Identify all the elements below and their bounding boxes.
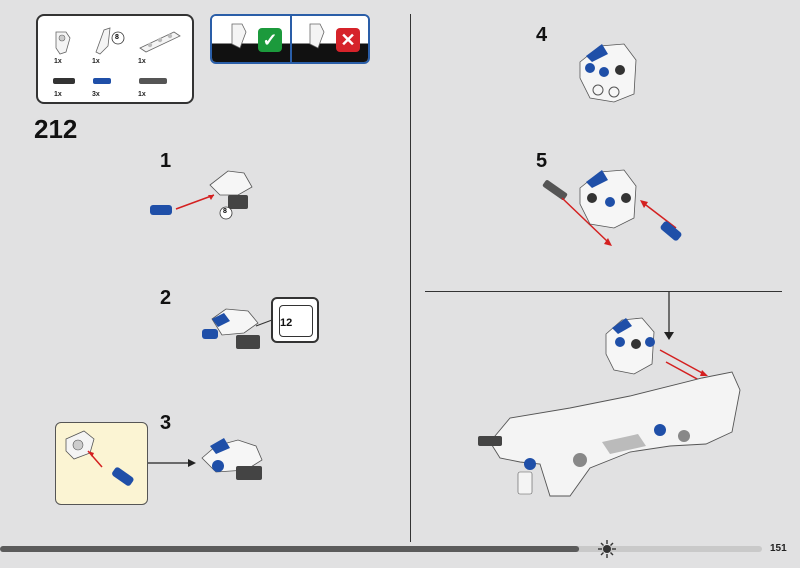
step-1-number: 1 — [160, 150, 172, 172]
step-4-illustration — [579, 43, 637, 103]
parts-list-box: 1x 8 1x 1x 1x 3x 1x — [36, 14, 194, 104]
blue-pin-icon — [93, 78, 111, 84]
subassembly-callout: 12 — [271, 297, 319, 343]
tip-divider — [290, 16, 292, 62]
main-step-number: 212 — [34, 114, 78, 144]
progress-star-icon — [598, 540, 616, 558]
tip-correct: ✓ — [212, 16, 290, 62]
down-arrow — [664, 292, 674, 340]
qty-connector: 1x — [54, 58, 62, 65]
section-divider — [425, 291, 782, 292]
step-3-callout — [55, 422, 148, 505]
qty-panel: 1x — [92, 58, 100, 65]
white-connector-icon — [55, 31, 71, 55]
qty-black-pin: 1x — [54, 91, 62, 98]
step-2-illustration — [202, 308, 260, 349]
white-beam-icon — [139, 31, 181, 53]
step-1-part-ref: 8 — [223, 208, 227, 215]
step-5-number: 5 — [536, 150, 548, 172]
white-panel-8-icon — [95, 27, 125, 55]
step-3-illustration — [201, 438, 263, 480]
black-pin-icon — [53, 78, 75, 84]
qty-axle-pin: 1x — [138, 91, 146, 98]
connector-with-pin-illustration — [65, 430, 134, 486]
page-number: 151 — [770, 543, 787, 554]
orientation-tip-box: ✓ ✕ — [210, 14, 370, 64]
tip-wrong: ✕ — [292, 16, 368, 62]
step-5-illustration — [542, 169, 682, 246]
green-check-icon: ✓ — [258, 28, 282, 52]
dark-axle-pin-icon — [139, 78, 167, 84]
progress-fill — [0, 546, 580, 552]
step-3-number: 3 — [160, 412, 172, 434]
subassembly-number: 12 — [280, 317, 293, 329]
step-4-number: 4 — [536, 24, 548, 46]
connector-icon-wrong — [309, 23, 325, 49]
panel-ref-number: 8 — [115, 34, 119, 41]
callout-pointer-line — [255, 319, 273, 327]
qty-blue-pin: 3x — [92, 91, 100, 98]
step-2-number: 2 — [160, 287, 172, 309]
final-assembly-illustration — [478, 317, 741, 497]
connector-icon — [231, 23, 247, 49]
progress-bar — [0, 546, 762, 552]
red-x-icon: ✕ — [336, 28, 360, 52]
step-3-arrow — [148, 459, 196, 467]
qty-beam: 1x — [138, 58, 146, 65]
subassembly-icon — [279, 305, 313, 337]
step-1-illustration — [150, 170, 253, 220]
page-column-divider — [410, 14, 411, 542]
